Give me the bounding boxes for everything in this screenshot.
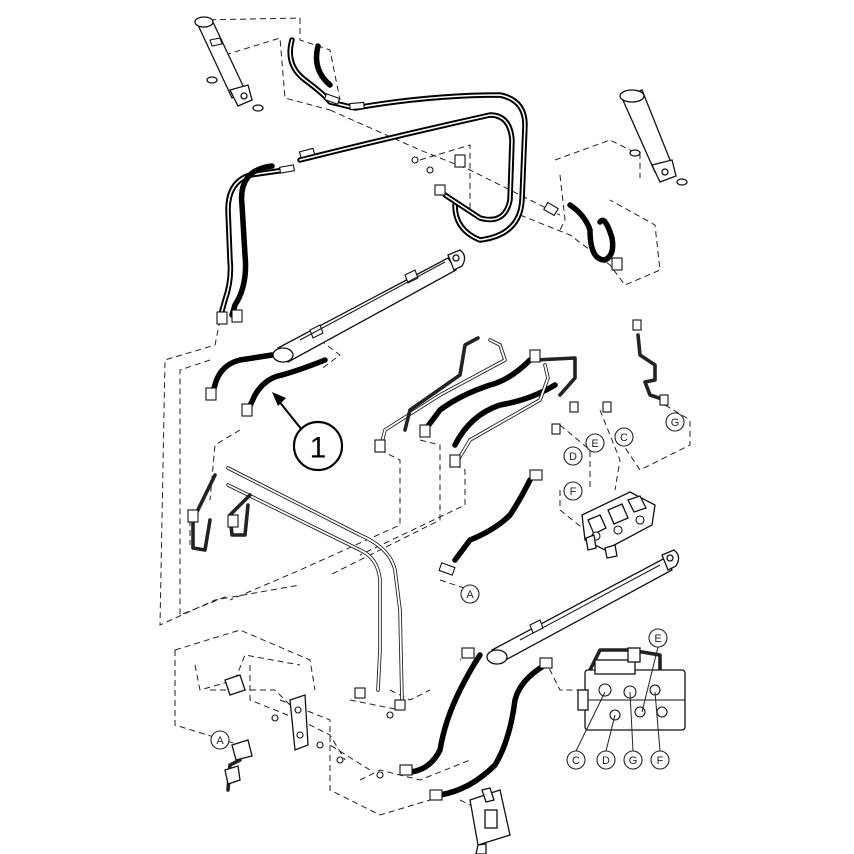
cylinder-middle bbox=[272, 249, 466, 363]
svg-text:E: E bbox=[591, 438, 598, 450]
mounting-bracket-lower-left bbox=[289, 694, 309, 751]
callout-number: 1 bbox=[310, 432, 327, 465]
cylinder-top-left bbox=[194, 16, 264, 112]
svg-text:F: F bbox=[570, 486, 577, 498]
svg-text:C: C bbox=[572, 755, 580, 767]
callout-arrowhead bbox=[272, 392, 286, 406]
svg-text:G: G bbox=[629, 755, 638, 767]
port-label-valve-g: G bbox=[623, 691, 643, 770]
callout-1: 1 bbox=[272, 392, 344, 472]
port-label-valve-e: E bbox=[641, 628, 668, 713]
svg-text:A: A bbox=[216, 735, 224, 747]
svg-text:G: G bbox=[671, 417, 680, 429]
port-labels: D E C G F A A E bbox=[210, 412, 685, 770]
port-label-upper-e: E bbox=[585, 433, 605, 453]
svg-text:C: C bbox=[620, 432, 628, 444]
port-label-upper-f: F bbox=[563, 481, 583, 501]
port-label-upper-c: C bbox=[614, 427, 634, 447]
port-label-valve-c: C bbox=[566, 691, 606, 770]
hydraulic-cylinders bbox=[194, 16, 688, 665]
svg-text:F: F bbox=[657, 755, 664, 767]
svg-text:A: A bbox=[466, 589, 474, 601]
control-valves bbox=[224, 491, 686, 854]
port-label-valve-f: F bbox=[650, 691, 670, 770]
port-label-valve-d: D bbox=[596, 714, 616, 770]
hoses bbox=[209, 37, 616, 798]
cylinder-top-right bbox=[619, 89, 688, 186]
port-fitting-lower-left bbox=[224, 674, 253, 785]
svg-text:D: D bbox=[569, 451, 577, 463]
valve-block-upper bbox=[581, 491, 656, 559]
svg-text:E: E bbox=[654, 633, 661, 645]
port-label-upper-g: G bbox=[665, 412, 685, 432]
hose-fittings bbox=[187, 93, 669, 801]
port-label-lower-a: A bbox=[210, 730, 230, 750]
port-label-upper-d: D bbox=[563, 446, 583, 466]
svg-text:D: D bbox=[602, 755, 610, 767]
cylinder-lower-right bbox=[486, 549, 680, 665]
port-label-hose-a: A bbox=[460, 584, 480, 604]
control-handle-bottom bbox=[469, 787, 511, 854]
